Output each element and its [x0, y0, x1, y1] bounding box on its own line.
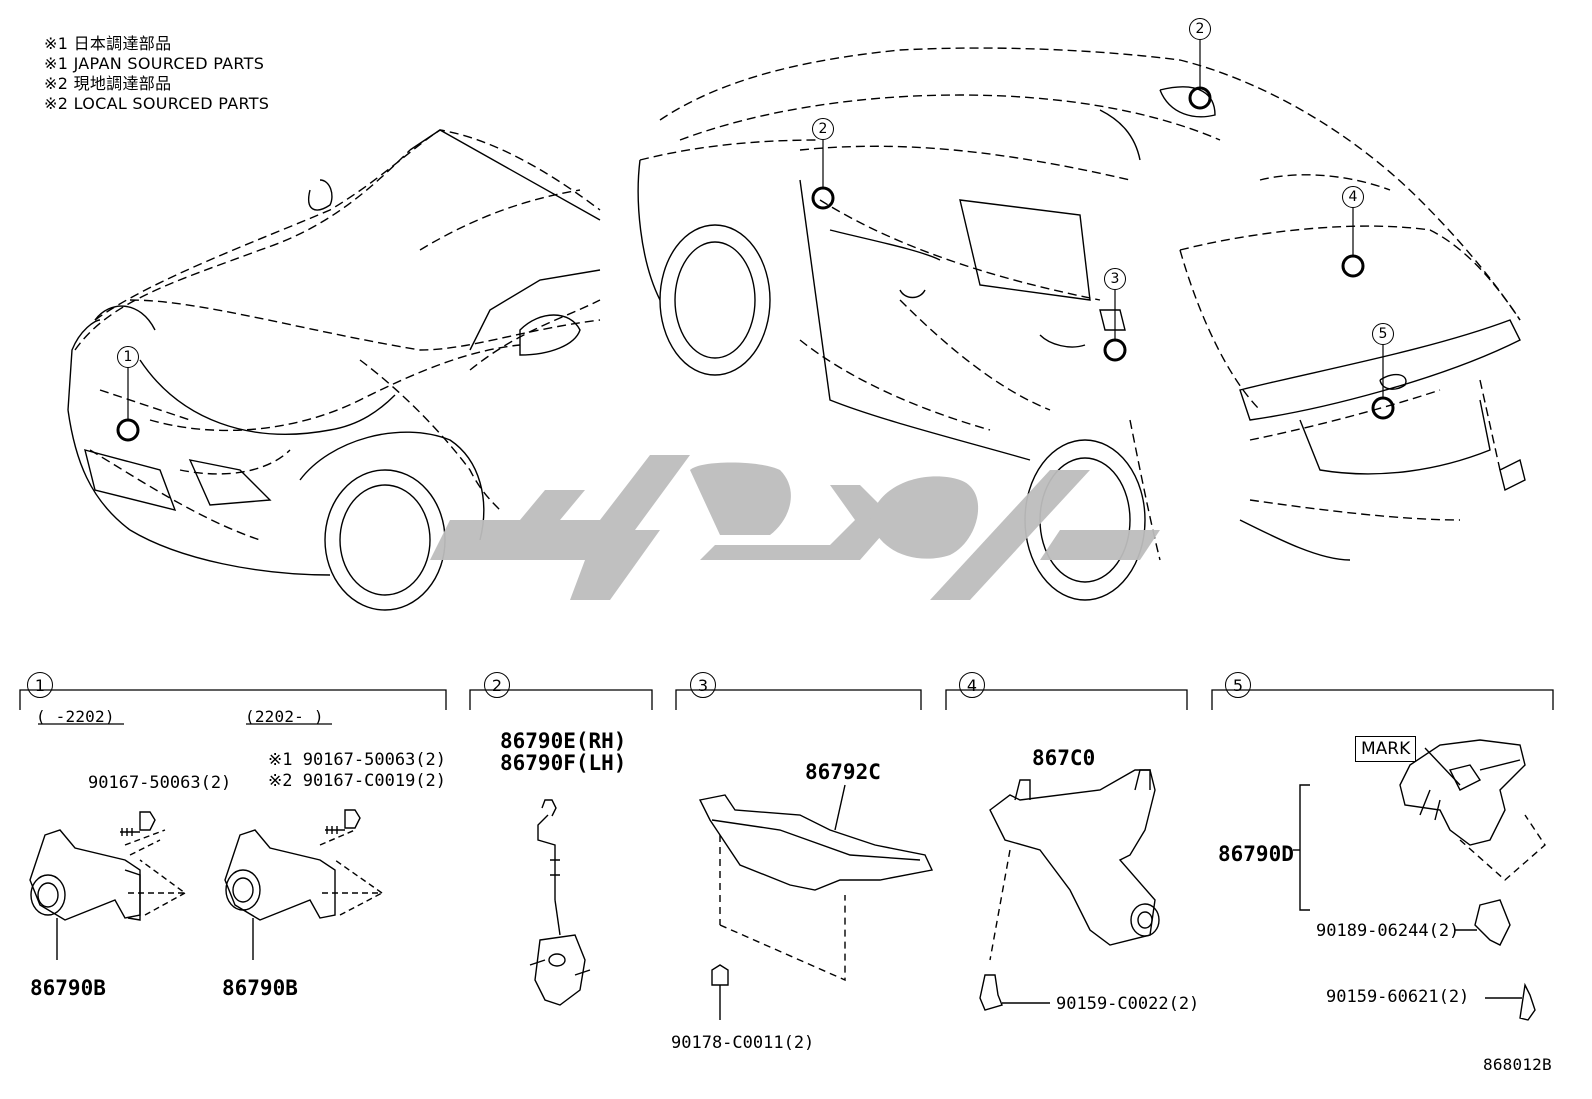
clip-label-5: 90189-06244(2)	[1316, 921, 1460, 941]
note-local-jp: ※2 現地調達部品	[44, 74, 172, 93]
range-label-early: ( -2202)	[36, 707, 115, 726]
range-label-late: (2202- )	[245, 707, 324, 726]
note-japan-jp: ※1 日本調達部品	[44, 34, 172, 53]
part-label-867c0: 867C0	[1032, 746, 1096, 770]
part-label-rh: 86790E(RH)	[500, 729, 627, 753]
front-vehicle-outline	[74, 129, 601, 541]
side-camera-art	[529, 799, 591, 1006]
callout-leaders	[116, 40, 1395, 442]
callout-2-front: 2	[812, 118, 834, 140]
legend-notes: ※1 日本調達部品 ※1 JAPAN SOURCED PARTS ※2 現地調達…	[44, 34, 269, 114]
part-label-bracket: 86792C	[805, 760, 881, 784]
section-number-2: 2	[484, 672, 510, 698]
callout-5: 5	[1372, 323, 1394, 345]
bolt-label-b2: ※2 90167-C0019(2)	[268, 771, 447, 791]
front-camera-b-art	[224, 809, 385, 960]
bolt-label-a: 90167-50063(2)	[88, 773, 232, 793]
front-camera-a-art	[29, 811, 188, 960]
back-camera-art	[979, 769, 1160, 1011]
part-label-86790d: 86790D	[1218, 842, 1294, 866]
mark-indicator: MARK	[1355, 736, 1417, 762]
figure-id: 868012B	[1483, 1055, 1552, 1074]
callout-1: 1	[117, 346, 139, 368]
note-local-en: ※2 LOCAL SOURCED PARTS	[44, 94, 270, 113]
callout-2-rear: 2	[1189, 18, 1211, 40]
part-label-86790b-a: 86790B	[30, 976, 106, 1000]
front-vehicle-solid	[67, 129, 601, 611]
bracket-plate-art	[698, 784, 934, 1020]
rear-camera-art	[1293, 739, 1546, 1021]
section-number-4: 4	[959, 672, 985, 698]
section-number-1: 1	[27, 672, 53, 698]
bolt-label-4: 90159-C0022(2)	[1056, 994, 1200, 1014]
callout-4: 4	[1342, 186, 1364, 208]
callout-3: 3	[1104, 268, 1126, 290]
bolt-label-5: 90159-60621(2)	[1326, 987, 1470, 1007]
watermark-logo	[430, 455, 1160, 600]
section-number-5: 5	[1225, 672, 1251, 698]
part-label-lh: 86790F(LH)	[500, 751, 627, 775]
section-brackets	[19, 689, 1554, 725]
bolt-label-b1: ※1 90167-50063(2)	[268, 750, 447, 770]
rear-vehicle-outline	[639, 47, 1521, 561]
clip-label-3: 90178-C0011(2)	[671, 1033, 815, 1053]
part-label-86790b-b: 86790B	[222, 976, 298, 1000]
section-number-3: 3	[690, 672, 716, 698]
note-japan-en: ※1 JAPAN SOURCED PARTS	[44, 54, 265, 73]
